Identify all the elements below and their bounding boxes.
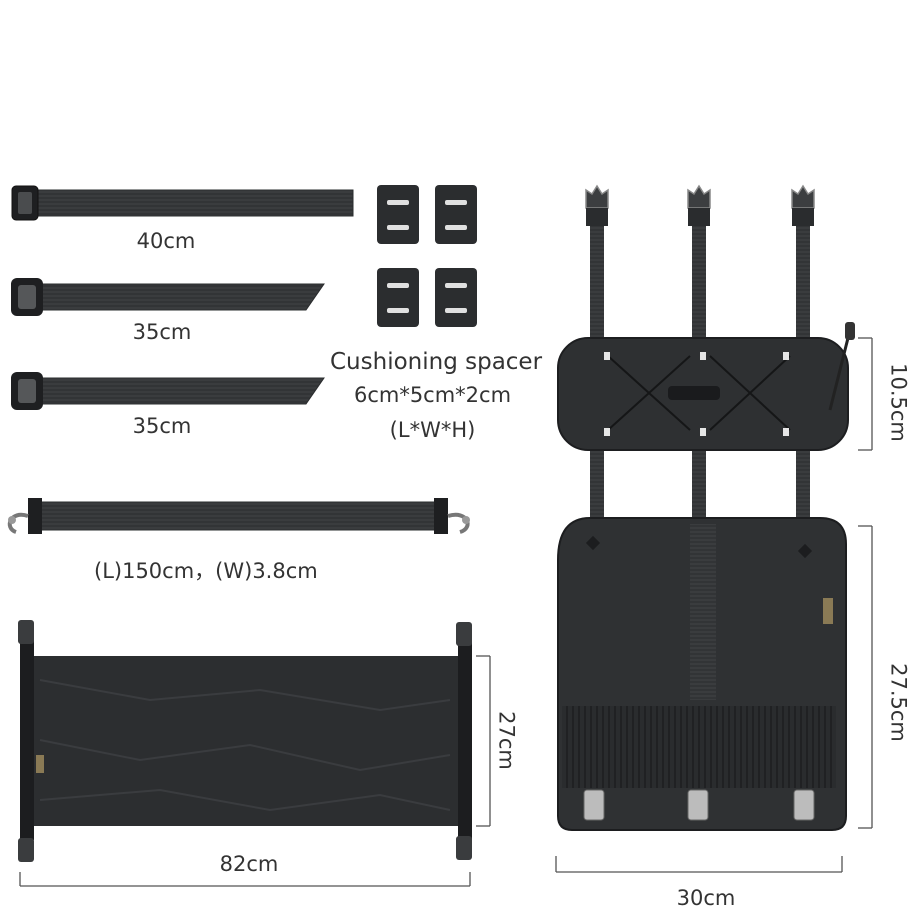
strap-35cm-b — [11, 372, 325, 410]
strap-40cm — [11, 185, 354, 221]
main-panel-upper-pad — [557, 322, 855, 451]
spacer-size: 6cm*5cm*2cm — [353, 383, 512, 407]
main-panel-lower-pad — [557, 517, 847, 831]
main-panel-dimensions — [555, 337, 873, 873]
roll-bag — [18, 620, 472, 862]
spacer-title: Cushioning spacer — [330, 349, 543, 375]
spacer-dims: (L*W*H) — [389, 418, 476, 442]
shoulder-strap — [7, 498, 470, 534]
cushioning-spacers — [377, 185, 477, 327]
strap-35cm-b-label: 35cm — [132, 414, 192, 438]
roll-bag-dimensions — [19, 655, 491, 887]
upper-pad-height-label: 10.5cm — [886, 363, 911, 442]
lower-pad-height-label: 27.5cm — [886, 663, 911, 742]
strap-35cm-a-label: 35cm — [132, 320, 192, 344]
roll-bag-length-label: 82cm — [219, 852, 279, 876]
strap-40cm-label: 40cm — [136, 229, 196, 253]
shoulder-strap-label: (L)150cm，(W)3.8cm — [94, 559, 318, 583]
roll-bag-height-label: 27cm — [494, 711, 519, 770]
strap-35cm-a — [11, 278, 325, 316]
main-panel-width-label: 30cm — [676, 886, 736, 910]
